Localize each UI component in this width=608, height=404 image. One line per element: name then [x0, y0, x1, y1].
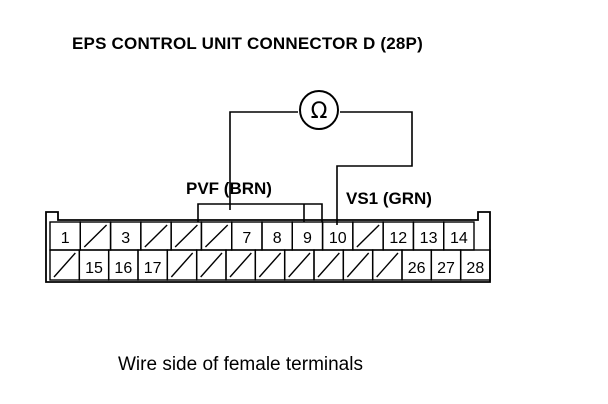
terminal-cell: 17: [137, 249, 169, 281]
terminal-cell: [195, 249, 227, 281]
terminal-cell: 10: [321, 221, 354, 251]
terminal-cell: 16: [107, 249, 139, 281]
terminal-number: 27: [437, 260, 455, 277]
terminal-number: 7: [242, 230, 251, 247]
ohm-symbol: Ω: [311, 99, 328, 124]
terminal-number: 26: [408, 260, 426, 277]
terminal-number: 15: [85, 260, 103, 277]
terminal-number: 28: [466, 260, 484, 277]
terminal-cell: 13: [412, 221, 445, 251]
terminal-cell: 12: [382, 221, 415, 251]
terminal-cell: 26: [401, 249, 433, 281]
terminal-number: 9: [303, 230, 312, 247]
pvf-harness-bracket: [197, 203, 323, 222]
terminal-number: 10: [329, 230, 347, 247]
caption: Wire side of female terminals: [118, 354, 363, 375]
terminal-number: 3: [121, 230, 130, 247]
terminal-number: 17: [144, 260, 162, 277]
terminal-cell: [49, 249, 81, 281]
terminal-cell: [371, 249, 403, 281]
terminal-cell: [254, 249, 286, 281]
terminal-cell: 9: [291, 221, 324, 251]
diagram-title: EPS CONTROL UNIT CONNECTOR D (28P): [72, 34, 423, 53]
terminal-number: 14: [450, 230, 468, 247]
terminal-number: 12: [389, 230, 407, 247]
terminal-cell: 3: [109, 221, 142, 251]
terminal-cell: 8: [261, 221, 293, 251]
pvf-label: PVF (BRN): [186, 179, 272, 198]
terminal-cell: [283, 249, 315, 281]
terminal-cell: [166, 249, 198, 281]
terminal-cell: [79, 221, 112, 251]
terminal-cell: 7: [231, 221, 263, 251]
ohmmeter-leads: [229, 111, 413, 225]
terminal-cell: [170, 221, 203, 251]
terminal-cell: 1: [49, 221, 81, 251]
terminal-cell: [225, 249, 257, 281]
terminal-cell: 27: [430, 249, 462, 281]
terminal-cell: 15: [78, 249, 110, 281]
connector-row-2: 15 16 17 26 27 28: [49, 249, 491, 281]
terminal-number: 16: [114, 260, 132, 277]
terminal-cell: [342, 249, 374, 281]
terminal-cell: [200, 221, 233, 251]
ohmmeter-icon: [299, 90, 339, 130]
terminal-number: 13: [420, 230, 438, 247]
vs1-label: VS1 (GRN): [346, 189, 432, 208]
terminal-cell: [313, 249, 345, 281]
terminal-number: 1: [61, 230, 70, 247]
terminal-cell: [140, 221, 172, 251]
terminal-cell: [352, 221, 384, 251]
terminal-cell: 14: [443, 221, 475, 251]
terminal-number: 8: [273, 230, 282, 247]
terminal-cell: 28: [459, 249, 491, 281]
